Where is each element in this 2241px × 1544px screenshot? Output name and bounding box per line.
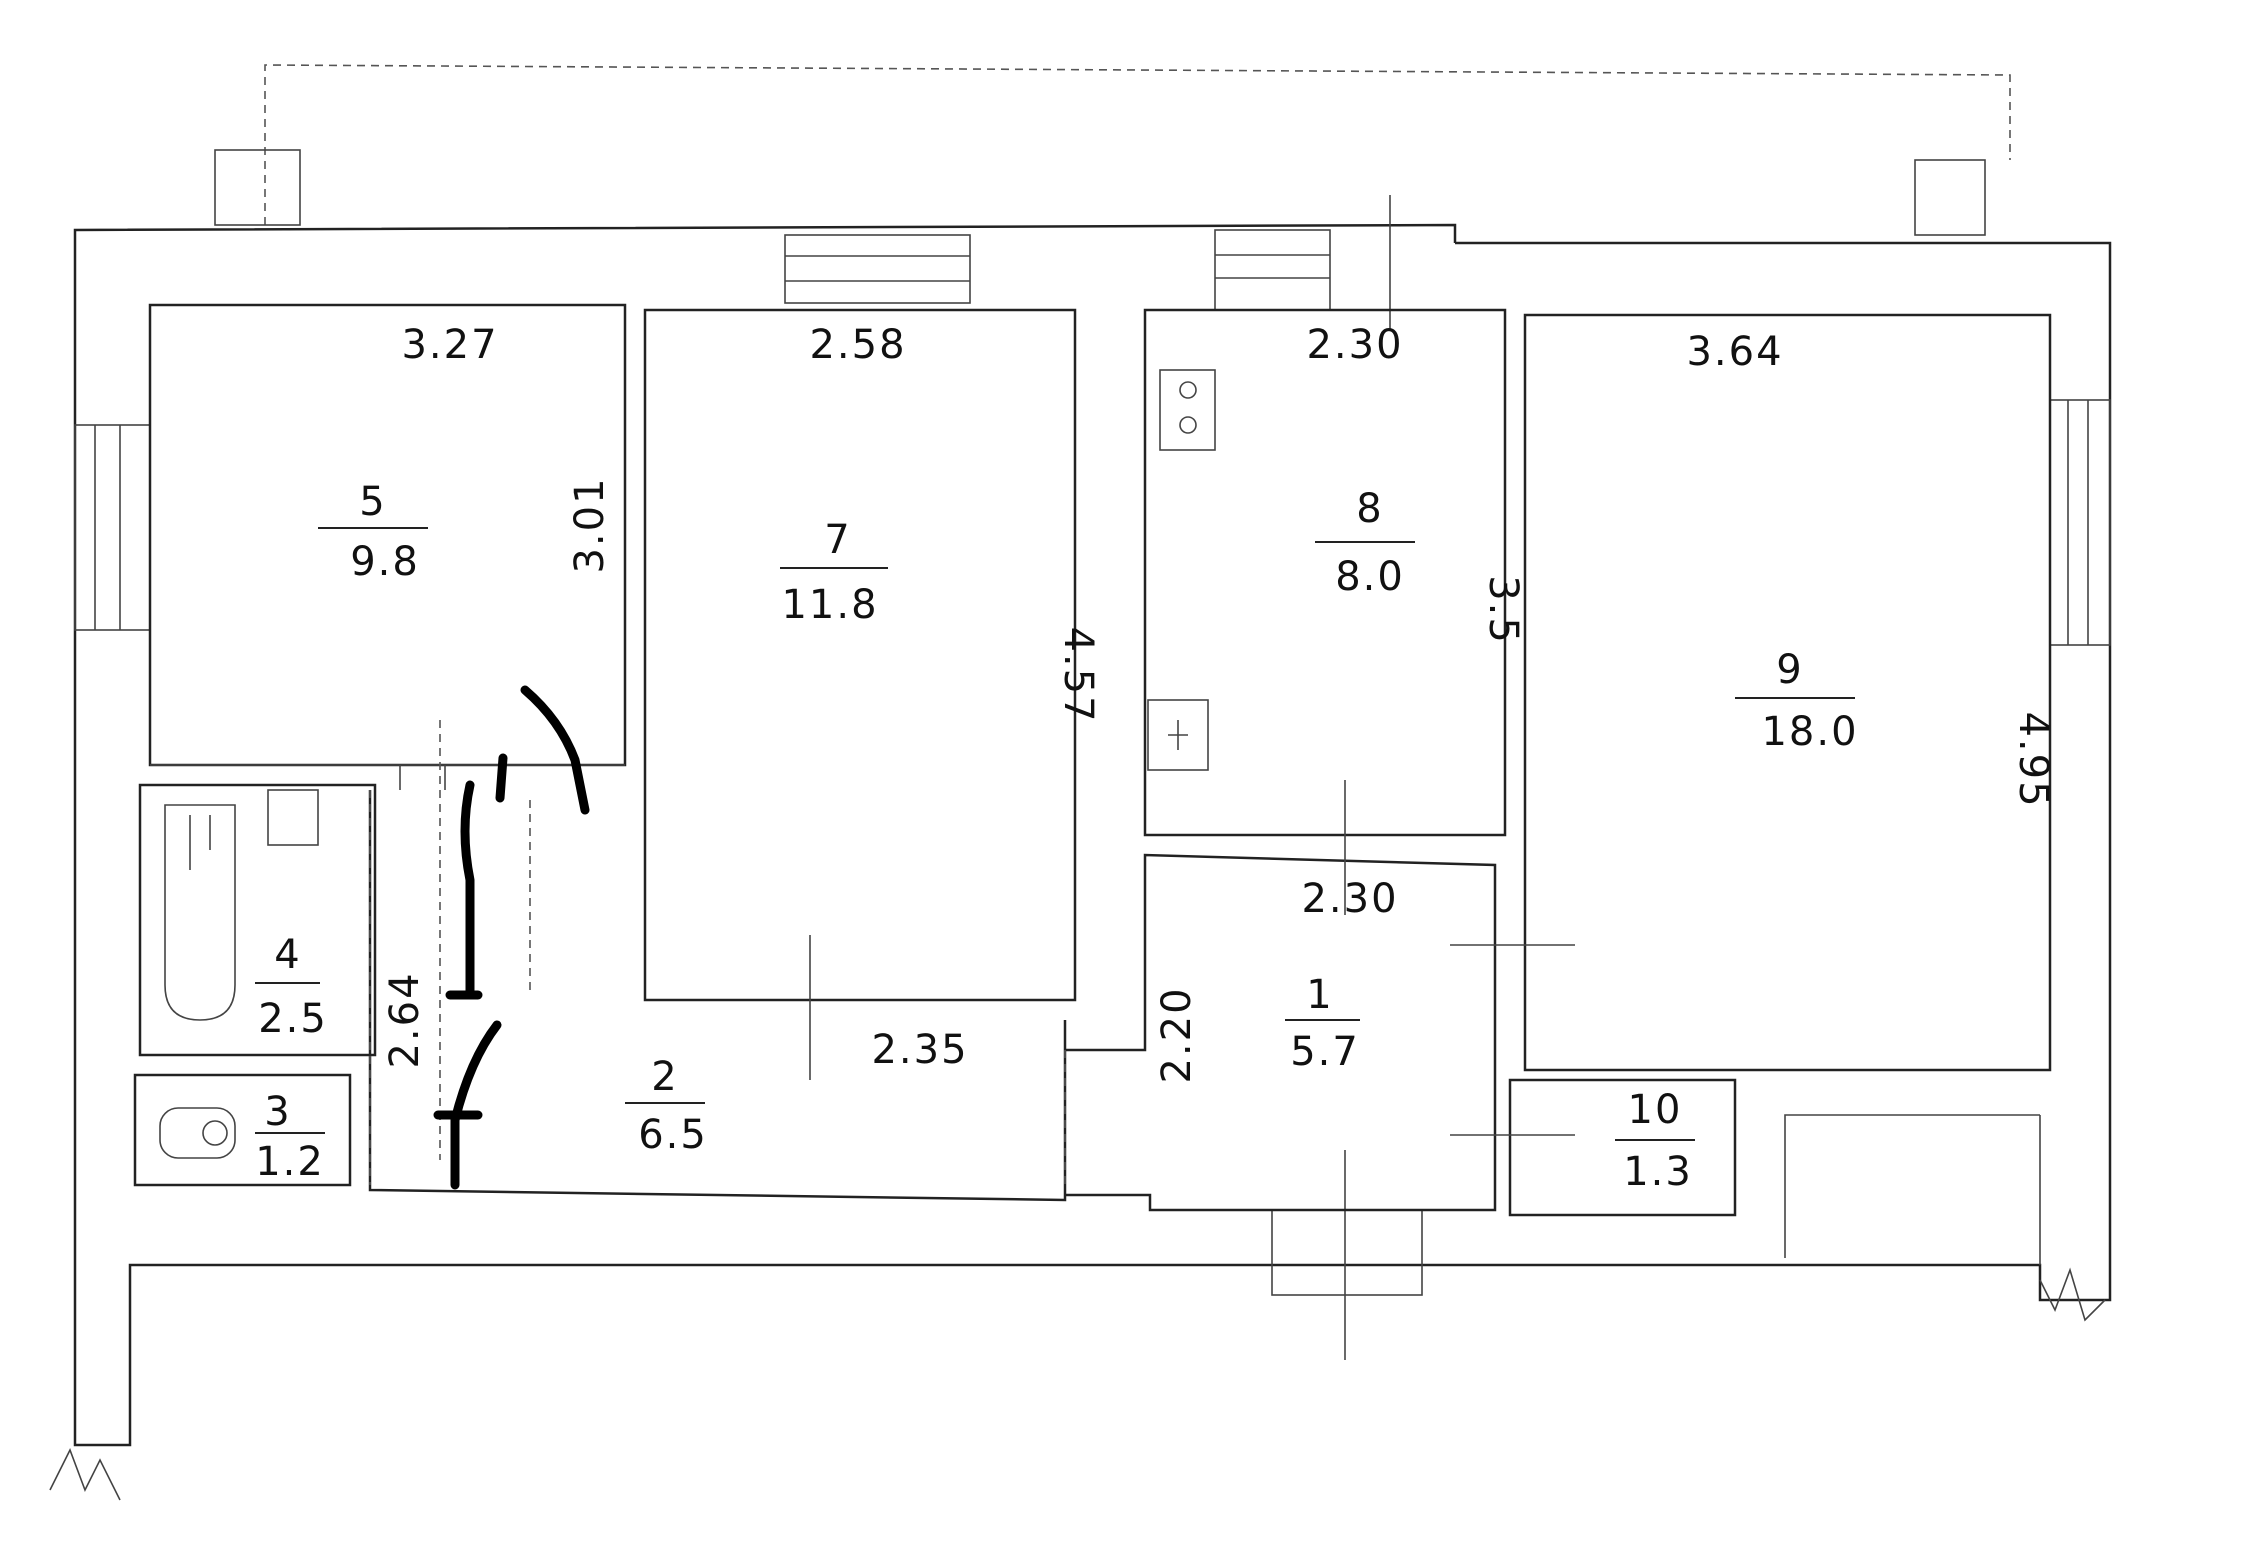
- room-7-area: 11.8: [781, 582, 878, 628]
- room-5-area: 9.8: [350, 539, 420, 585]
- dim-room5-height: 3.01: [567, 476, 613, 573]
- bathtub-icon: [164, 804, 236, 1021]
- windows: [74, 195, 2111, 1360]
- dim-room9-height: 4.95: [2010, 711, 2056, 808]
- sink-icon: [1147, 699, 1209, 771]
- room-8-outline: [1143, 308, 1507, 837]
- room-labels: 5 9.8 7 11.8 8 8.0 9 18.0 4 2.5 3 1.2 2 …: [255, 479, 1858, 1195]
- stove-icon: [1159, 369, 1216, 451]
- room-3-number: 3: [264, 1089, 291, 1135]
- dim-corridor-length: 2.35: [871, 1027, 968, 1073]
- outer-walls: [49, 223, 2112, 1501]
- dim-room7-height: 4.57: [1055, 626, 1101, 723]
- room-9-number: 9: [1776, 647, 1803, 693]
- fixtures: [159, 369, 1216, 1159]
- dim-room5-width: 3.27: [401, 322, 498, 368]
- room-4-area: 2.5: [258, 996, 328, 1042]
- dim-room1-width: 2.30: [1301, 876, 1398, 922]
- room-7-outline: [643, 308, 1077, 1002]
- room-10-area: 1.3: [1623, 1149, 1693, 1195]
- dim-room7-width: 2.58: [809, 322, 906, 368]
- room-9-area: 18.0: [1761, 709, 1858, 755]
- room-7-number: 7: [824, 517, 851, 563]
- dim-room9-width: 3.64: [1686, 329, 1783, 375]
- room-2-number: 2: [651, 1054, 678, 1100]
- room-10-number: 10: [1628, 1087, 1683, 1133]
- room-9-outline: [1523, 313, 2052, 1072]
- room-5-number: 5: [359, 479, 386, 525]
- toilet-icon: [159, 1107, 236, 1159]
- room-2-area: 6.5: [638, 1112, 708, 1158]
- room-1-number: 1: [1306, 972, 1333, 1018]
- dim-bath-height: 2.64: [382, 971, 428, 1068]
- room-5-outline: [148, 303, 627, 767]
- dim-room1-height: 2.20: [1154, 986, 1200, 1083]
- dim-room8-width: 2.30: [1306, 322, 1403, 368]
- room-4-outline: [138, 783, 377, 1057]
- room-1-area: 5.7: [1290, 1029, 1360, 1075]
- dim-room8-height: 3.5: [1480, 575, 1526, 645]
- room-8-number: 8: [1356, 486, 1383, 532]
- room-3-outline: [133, 1073, 352, 1187]
- room-10-outline: [1508, 1078, 1737, 1217]
- room-1-outline: [1065, 853, 1497, 1212]
- dimension-labels: 3.27 3.01 2.58 4.57 2.30 3.5 3.64 4.95 2…: [382, 322, 2056, 1084]
- marker-annotations: [433, 685, 590, 1190]
- washbasin-icon: [267, 789, 319, 846]
- room-4-number: 4: [274, 932, 301, 978]
- room-walls: [133, 303, 2052, 1217]
- roof-ducts: [214, 64, 2011, 236]
- room-3-area: 1.2: [255, 1139, 325, 1185]
- guide-lines: [439, 720, 1575, 1160]
- room-8-area: 8.0: [1335, 554, 1405, 600]
